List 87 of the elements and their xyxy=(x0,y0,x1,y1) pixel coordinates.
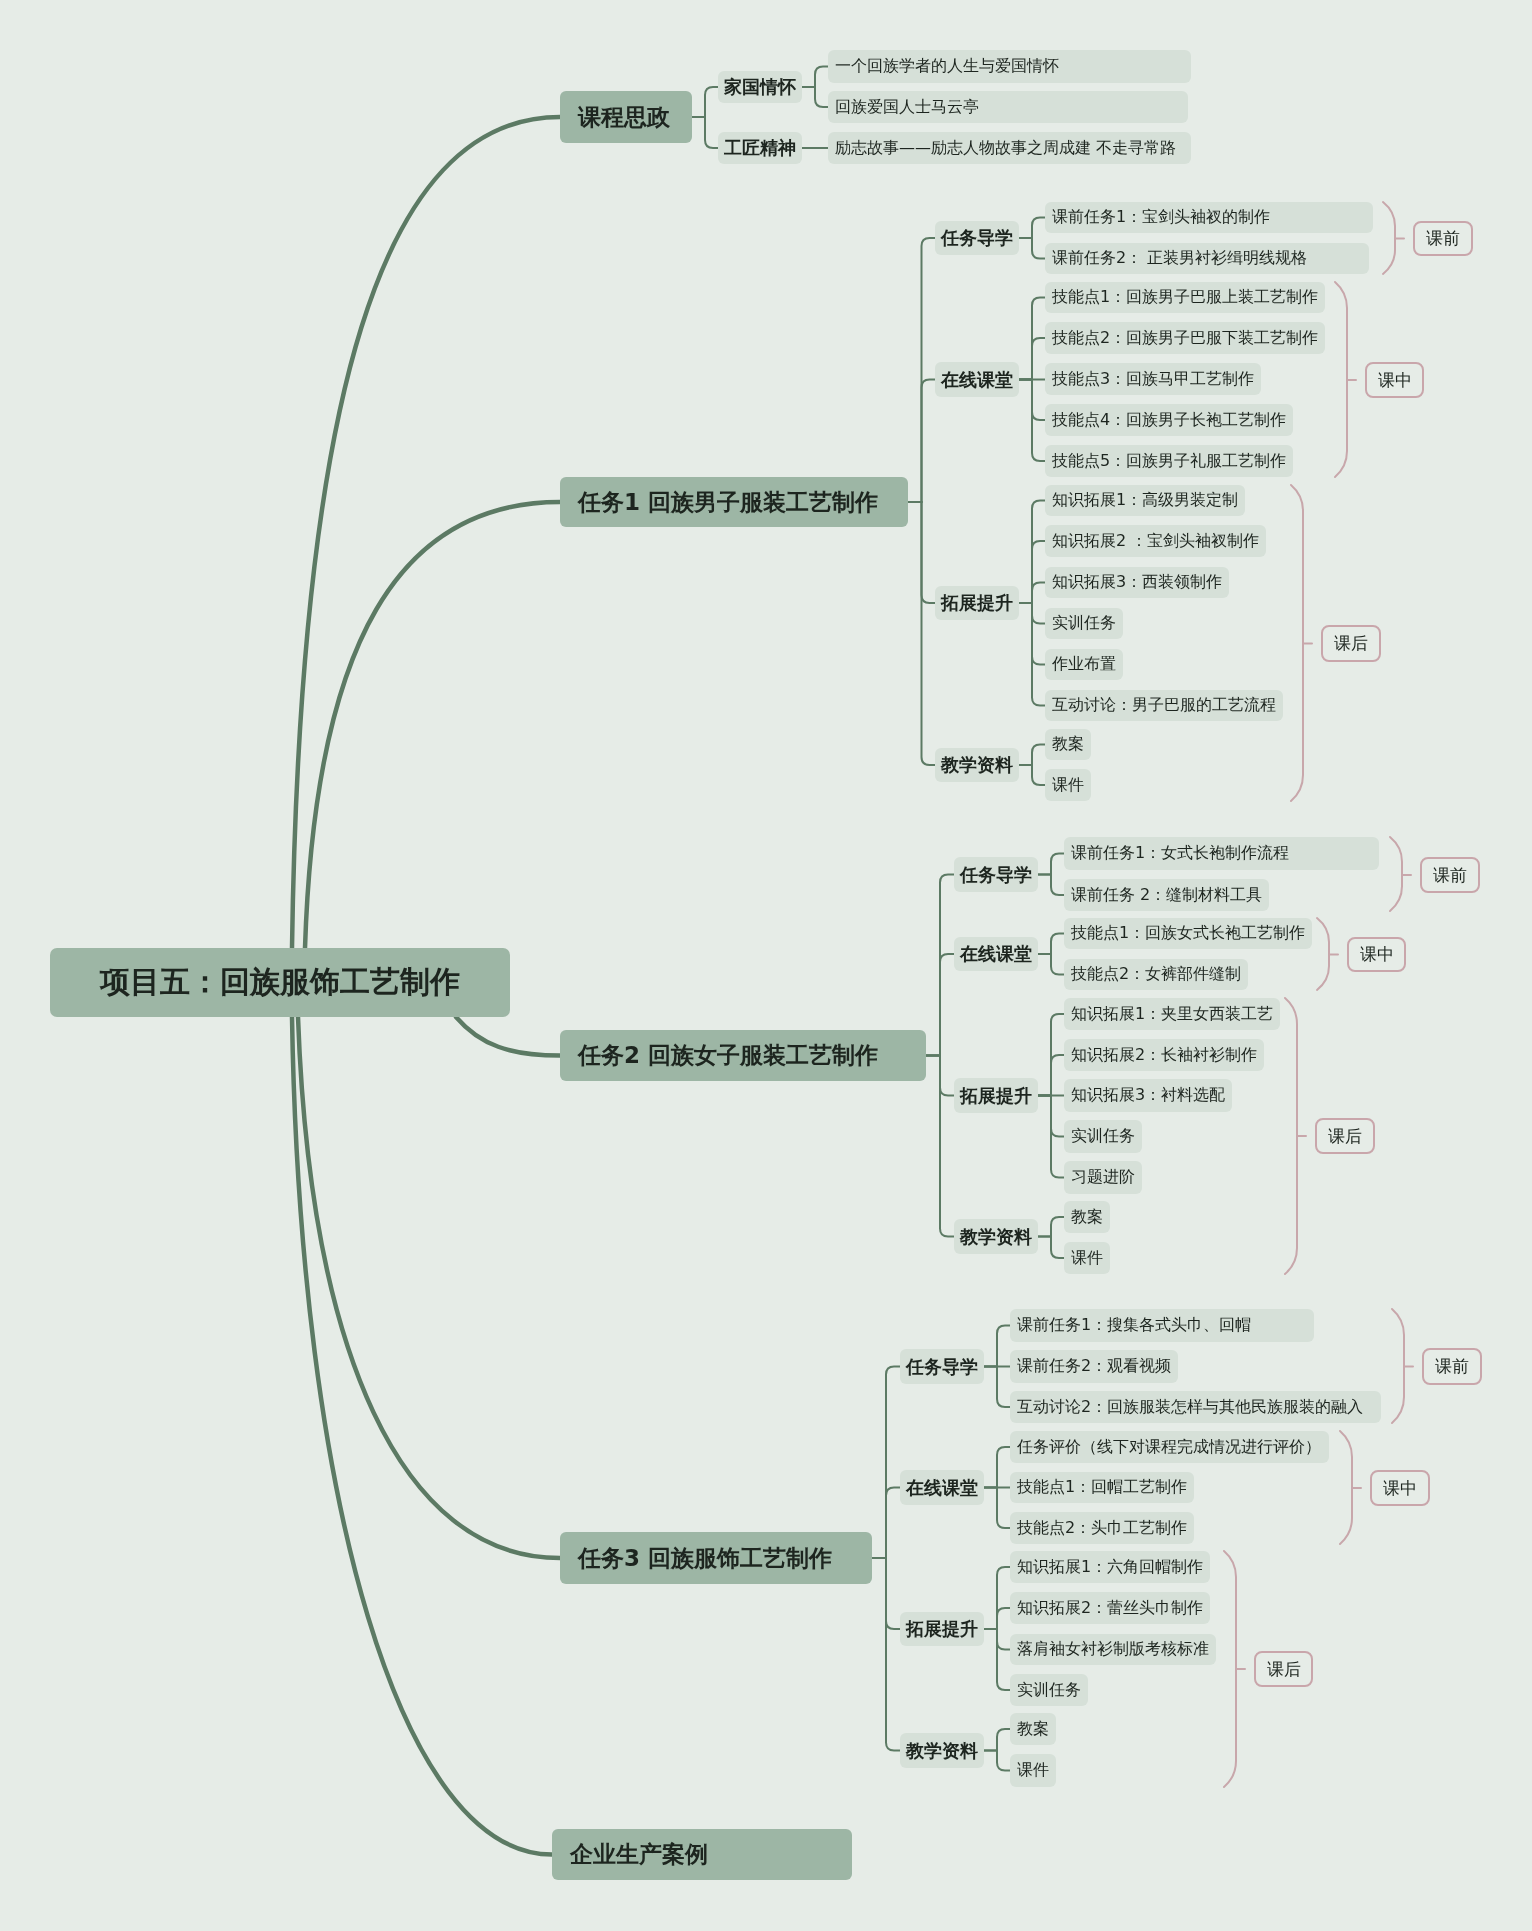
subtopic-box: 拓展提升 xyxy=(954,1078,1038,1113)
main-topic-box: 任务3 回族服饰工艺制作 xyxy=(560,1532,872,1584)
topic-box: 知识拓展1：高级男装定制 xyxy=(1045,485,1246,516)
topic-box: 课件 xyxy=(1010,1754,1056,1787)
topic-box: 教案 xyxy=(1010,1713,1056,1745)
topic-box: 教案 xyxy=(1045,729,1091,760)
topic-box: 实训任务 xyxy=(1045,608,1123,639)
topic-box: 知识拓展1：夹里女西装工艺 xyxy=(1064,998,1281,1030)
connector-line xyxy=(983,1365,1011,1408)
connector-line xyxy=(801,147,829,149)
topic-box: 课前任务2：观看视频 xyxy=(1010,1350,1179,1383)
topic-box: 教案 xyxy=(1064,1201,1110,1233)
connector-line xyxy=(1018,237,1046,260)
topic-box: 知识拓展2 ：宝剑头袖衩制作 xyxy=(1045,525,1267,557)
subtopic-box: 在线课堂 xyxy=(900,1470,984,1505)
topic-box: 回族爱国人士马云亭 xyxy=(828,91,1188,123)
subtopic-box: 在线课堂 xyxy=(954,937,1038,971)
topic-box: 技能点2：女裤部件缝制 xyxy=(1064,959,1249,990)
main-topic-box: 任务2 回族女子服装工艺制作 xyxy=(560,1030,926,1081)
summary-box: 课后 xyxy=(1321,625,1381,662)
topic-box: 课前任务1：宝剑头袖衩的制作 xyxy=(1045,202,1373,233)
connector-line xyxy=(925,1054,955,1238)
summary-box: 课后 xyxy=(1254,1651,1313,1687)
subtopic-box: 拓展提升 xyxy=(935,586,1019,620)
topic-box: 互动讨论2：回族服装怎样与其他民族服装的融入 xyxy=(1010,1391,1381,1423)
summary-box: 课前 xyxy=(1422,1348,1482,1385)
subtopic-box: 任务导学 xyxy=(900,1349,984,1384)
topic-box: 作业布置 xyxy=(1045,649,1123,680)
topic-box: 知识拓展3：西装领制作 xyxy=(1045,567,1230,598)
subtopic-box: 教学资料 xyxy=(900,1733,984,1768)
central-topic-box: 项目五：回族服饰工艺制作 xyxy=(50,948,510,1017)
topic-box: 课件 xyxy=(1045,769,1091,801)
connector-line xyxy=(691,116,719,149)
topic-box: 课件 xyxy=(1064,1242,1110,1274)
main-topic-box: 课程思政 xyxy=(560,91,692,143)
subtopic-box: 任务导学 xyxy=(954,857,1038,892)
topic-box: 技能点5：回族男子礼服工艺制作 xyxy=(1045,445,1294,477)
connector-line xyxy=(1037,953,1065,976)
topic-box: 技能点1：回族男子巴服上装工艺制作 xyxy=(1045,282,1326,313)
topic-box: 一个回族学者的人生与爱国情怀 xyxy=(828,50,1191,83)
connector-line xyxy=(801,86,829,108)
subtopic-box: 家国情怀 xyxy=(718,71,802,103)
connector-line xyxy=(1037,873,1065,896)
summary-box: 课中 xyxy=(1347,937,1406,972)
summary-box: 课前 xyxy=(1413,221,1473,256)
topic-box: 技能点1：回帽工艺制作 xyxy=(1010,1472,1195,1503)
topic-box: 任务评价（线下对课程完成情况进行评价） xyxy=(1010,1431,1329,1463)
topic-box: 技能点2：头巾工艺制作 xyxy=(1010,1512,1195,1544)
subtopic-box: 工匠精神 xyxy=(718,132,802,164)
subtopic-box: 在线课堂 xyxy=(935,362,1019,397)
topic-box: 课前任务2： 正装男衬衫缉明线规格 xyxy=(1045,243,1369,274)
topic-box: 技能点3：回族马甲工艺制作 xyxy=(1045,363,1262,395)
connector-line xyxy=(1018,602,1046,707)
main-topic-box: 任务1 回族男子服装工艺制作 xyxy=(560,477,908,527)
topic-box: 互动讨论：男子巴服的工艺流程 xyxy=(1045,690,1283,721)
topic-box: 习题进阶 xyxy=(1064,1161,1142,1194)
connector-line xyxy=(983,1628,1011,1691)
topic-box: 知识拓展1：六角回帽制作 xyxy=(1010,1551,1211,1583)
topic-box: 实训任务 xyxy=(1064,1120,1142,1153)
summary-box: 课后 xyxy=(1315,1118,1375,1154)
topic-box: 励志故事——励志人物故事之周成建 不走寻常路 xyxy=(828,132,1191,164)
topic-box: 技能点4：回族男子长袍工艺制作 xyxy=(1045,404,1294,436)
topic-box: 知识拓展2：蕾丝头巾制作 xyxy=(1010,1592,1211,1624)
connector-line xyxy=(1018,764,1046,786)
main-topic-box: 企业生产案例 xyxy=(552,1829,852,1880)
topic-box: 课前任务 2：缝制材料工具 xyxy=(1064,879,1270,911)
topic-box: 落肩袖女衬衫制版考核标准 xyxy=(1010,1634,1216,1665)
topic-box: 知识拓展2：长袖衬衫制作 xyxy=(1064,1039,1265,1071)
connector-line xyxy=(983,1486,1011,1529)
subtopic-box: 教学资料 xyxy=(935,748,1019,782)
subtopic-box: 教学资料 xyxy=(954,1219,1038,1254)
subtopic-box: 拓展提升 xyxy=(900,1612,984,1646)
topic-box: 课前任务1：搜集各式头巾、回帽 xyxy=(1010,1309,1314,1342)
topic-box: 实训任务 xyxy=(1010,1674,1088,1706)
connector-line xyxy=(983,1749,1011,1772)
summary-box: 课前 xyxy=(1420,857,1480,893)
topic-box: 技能点1：回族女式长袍工艺制作 xyxy=(1064,918,1313,949)
connector-line xyxy=(907,501,936,766)
connector-line xyxy=(1037,1235,1065,1259)
summary-box: 课中 xyxy=(1365,362,1424,398)
summary-box: 课中 xyxy=(1370,1470,1430,1506)
topic-box: 课前任务1：女式长袍制作流程 xyxy=(1064,837,1379,870)
subtopic-box: 任务导学 xyxy=(935,221,1019,255)
topic-box: 知识拓展3：衬料选配 xyxy=(1064,1079,1233,1112)
connector-line xyxy=(1018,378,1046,462)
connector-line xyxy=(1037,1094,1065,1179)
topic-box: 技能点2：回族男子巴服下装工艺制作 xyxy=(1045,322,1326,354)
